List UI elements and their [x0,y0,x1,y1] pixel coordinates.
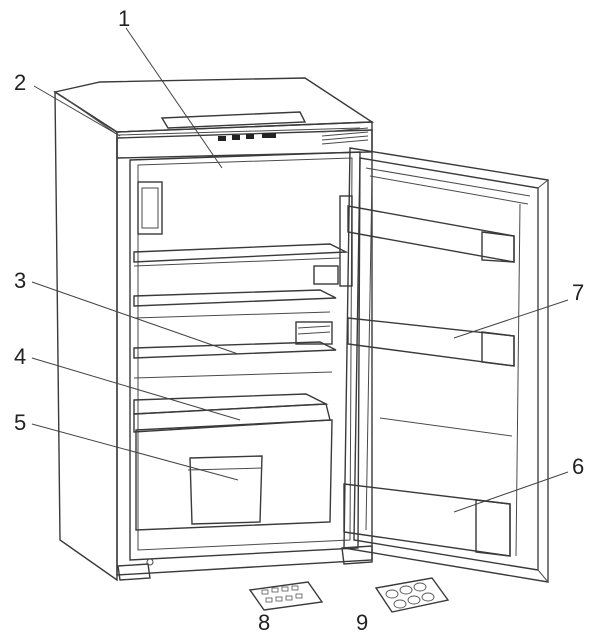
callout-1: 1 [118,6,130,31]
leader-7 [453,299,569,339]
door-shelf-upper [347,205,515,263]
shelf-lower [133,341,337,379]
vent-grille [321,127,369,145]
leader-4 [31,357,241,421]
control-panel [116,111,373,159]
callout-2: 2 [14,70,26,95]
leader-3 [31,281,239,355]
glass-shelf [133,393,331,433]
callout-5: 5 [14,410,26,435]
callout-8: 8 [258,610,270,635]
cabinet-feet [117,545,373,581]
callout-3: 3 [14,268,26,293]
leader-6 [453,471,569,513]
callout-4: 4 [14,344,26,369]
egg-tray [374,577,450,613]
callout-6: 6 [572,454,584,479]
crisper-drawer [135,419,333,531]
ice-tray [248,581,324,611]
callout-7: 7 [572,280,584,305]
leader-lines [31,27,569,513]
leader-2 [33,85,121,137]
callout-9: 9 [356,610,368,635]
control-buttons [218,133,276,141]
shelf-middle [133,289,337,319]
shelf-top [133,243,349,267]
light-housing [137,181,163,235]
door-shelf-bottom [343,417,513,557]
callout-labels: 1 2 3 4 5 6 7 8 9 [14,6,584,635]
shelf-rails [295,265,339,345]
door [339,147,549,584]
door-shelf-middle [347,317,515,367]
leader-1 [125,27,223,169]
leader-5 [31,423,239,481]
